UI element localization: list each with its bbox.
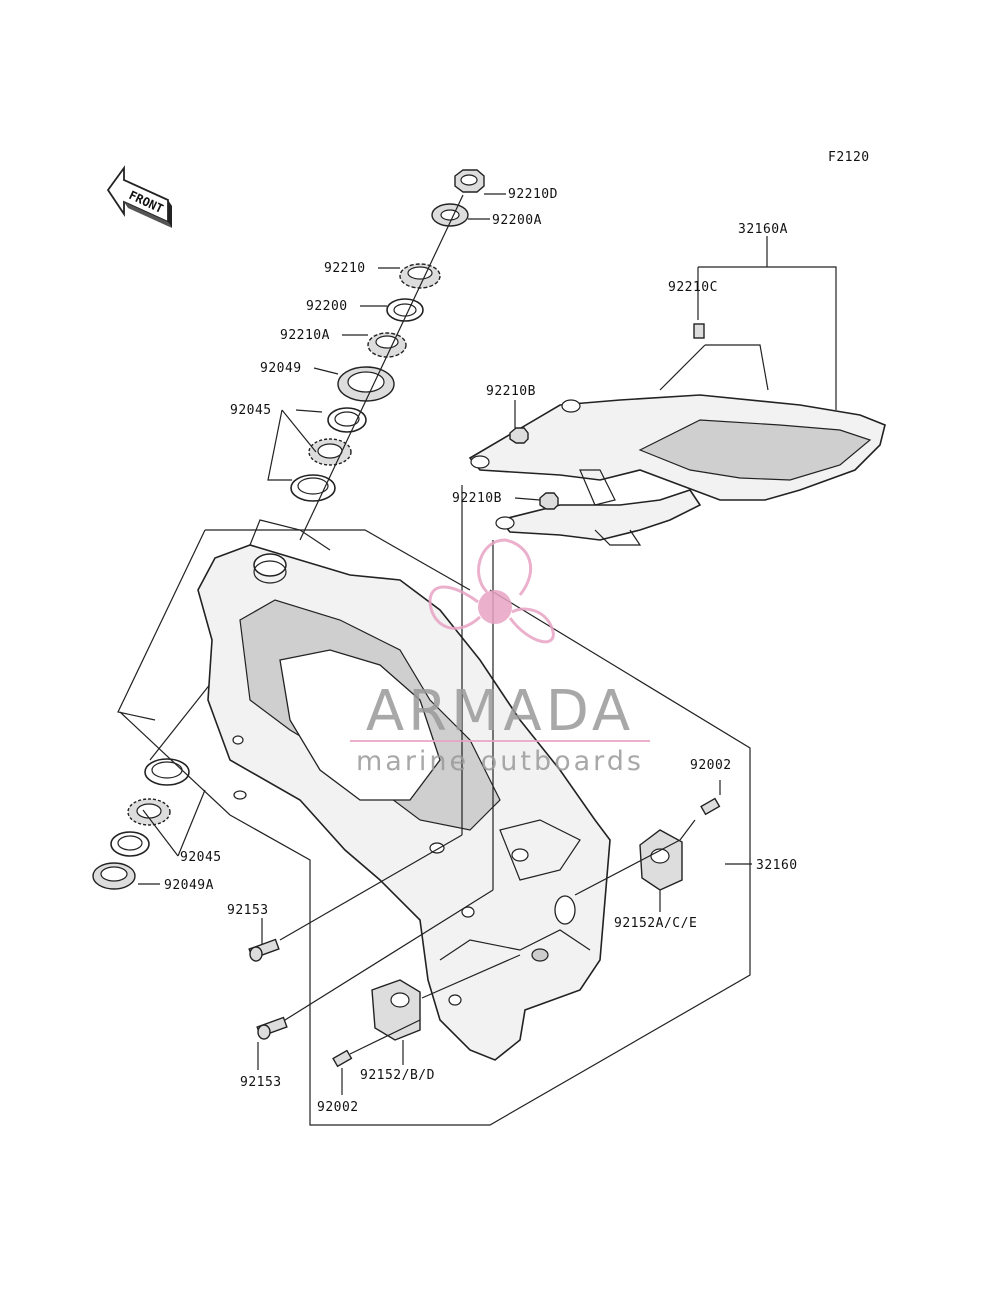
frame-bolt-lower <box>256 1016 288 1040</box>
bearing-race-top <box>327 407 367 433</box>
label-92152BD: 92152/B/D <box>360 1068 435 1083</box>
label-92210B-lower: 92210B <box>452 491 502 506</box>
label-92049A: 92049A <box>164 878 214 893</box>
watermark-brand: ARMADA <box>366 679 634 744</box>
bolt-small-bottom <box>332 1049 353 1068</box>
label-92200: 92200 <box>306 299 348 314</box>
label-92002-right: 92002 <box>690 758 732 773</box>
label-92210B-upper: 92210B <box>486 384 536 399</box>
stem-adjust-nut <box>367 332 407 358</box>
dust-seal-top <box>337 366 395 402</box>
label-32160: 32160 <box>756 858 798 873</box>
label-92210: 92210 <box>324 261 366 276</box>
armada-logo: ARMADA marine outboards <box>350 538 650 777</box>
subframe-bolt <box>693 323 705 339</box>
dust-seal-bottom <box>92 862 136 890</box>
steering-washer <box>431 203 469 227</box>
main-frame <box>197 519 611 1061</box>
stem-locknut <box>399 263 441 289</box>
collar-left <box>371 979 421 1041</box>
label-92045-bottom: 92045 <box>180 850 222 865</box>
label-92049: 92049 <box>260 361 302 376</box>
label-92153-upper: 92153 <box>227 903 269 918</box>
figure-code: F2120 <box>828 150 870 165</box>
label-92045-top: 92045 <box>230 403 272 418</box>
bearing-outer-race-top <box>290 474 336 502</box>
label-92002-bottom: 92002 <box>317 1100 359 1115</box>
steering-stem-nut <box>454 169 485 193</box>
subframe-nut-upper <box>509 427 529 444</box>
part-labels: 92210D 92200A 92210 92200 92210A 92049 9… <box>164 187 798 1115</box>
label-92210A: 92210A <box>280 328 330 343</box>
label-92210C: 92210C <box>668 280 718 295</box>
frame-bolt-upper <box>248 938 280 962</box>
watermark-tagline: marine outboards <box>356 746 644 777</box>
bearing-outer-race-bottom <box>144 758 190 786</box>
label-32160A: 32160A <box>738 222 788 237</box>
front-arrow-icon: FRONT <box>106 165 172 228</box>
ball-bearing-bottom <box>127 798 171 826</box>
ball-bearing-top <box>308 438 352 466</box>
bolt-small-right <box>700 797 721 816</box>
label-92200A: 92200A <box>492 213 542 228</box>
seat-rail-subframe <box>468 394 886 546</box>
label-92210D: 92210D <box>508 187 558 202</box>
collar-right <box>639 829 683 891</box>
label-92152ACE: 92152A/C/E <box>614 916 697 931</box>
label-92153-lower: 92153 <box>240 1075 282 1090</box>
propeller-icon <box>428 538 555 644</box>
subframe-nut-lower <box>539 492 559 510</box>
bearing-race-bottom <box>110 831 150 857</box>
